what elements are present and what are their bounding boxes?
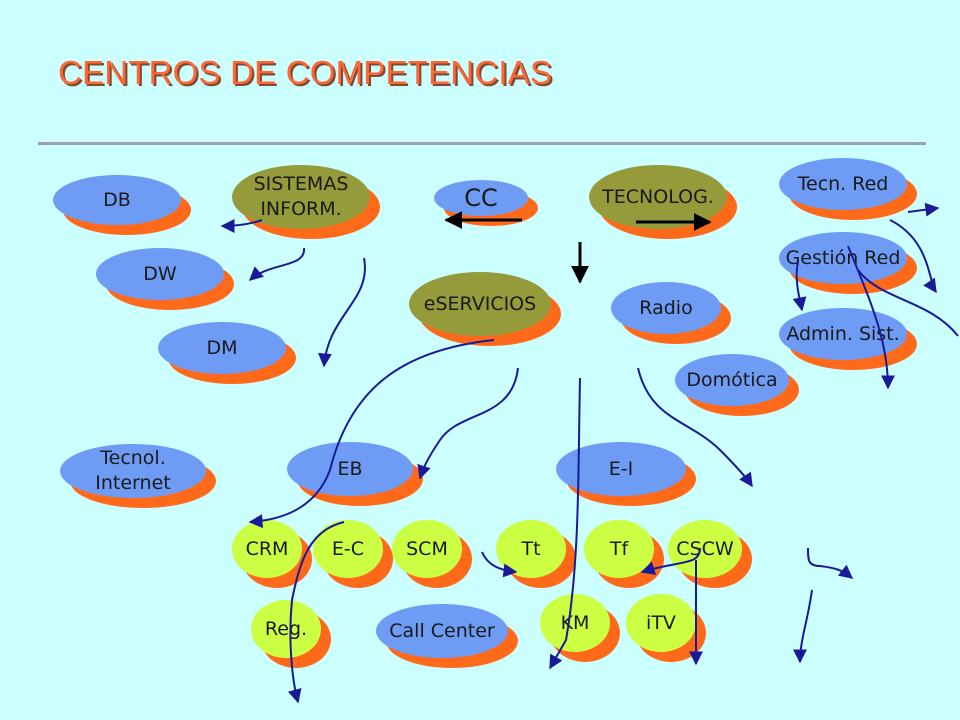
node-tecnol-internet-label-2: Internet — [95, 472, 171, 494]
node-admin-sist-label: Admin. Sist. — [786, 322, 900, 345]
arrow-tecnred-out — [907, 202, 940, 217]
node-ec-label: E-C — [331, 537, 365, 560]
node-tecnol-internet-label-1: Tecnol. — [100, 447, 166, 469]
node-eservicios[interactable]: eSERVICIOS — [409, 272, 561, 346]
node-tecnolog-label: TECNOLOG. — [602, 185, 714, 208]
node-gestion-red[interactable]: Gestión Red — [779, 232, 917, 294]
node-ec[interactable]: E-C — [313, 520, 393, 588]
node-crm[interactable]: CRM — [232, 520, 312, 588]
node-scm-label: SCM — [406, 537, 448, 560]
arrow-km-loop — [807, 547, 854, 579]
node-crm-label: CRM — [245, 537, 289, 560]
node-reg[interactable]: Reg. — [251, 600, 331, 668]
node-km[interactable]: KM — [540, 594, 620, 662]
node-cc-label: CC — [464, 183, 498, 212]
node-tf[interactable]: Tf — [584, 520, 664, 588]
node-tecnol-internet[interactable]: Tecnol. Internet — [60, 444, 216, 508]
node-call-center[interactable]: Call Center — [376, 604, 518, 668]
node-itv[interactable]: iTV — [626, 594, 706, 662]
node-gestion-red-label: Gestión Red — [785, 246, 901, 269]
node-radio-label: Radio — [639, 296, 693, 319]
node-domotica[interactable]: Domótica — [675, 354, 799, 416]
node-cc[interactable]: CC — [434, 180, 538, 226]
node-db[interactable]: DB — [53, 175, 191, 235]
node-tecnolog[interactable]: TECNOLOG. — [589, 165, 737, 239]
node-itv-label: iTV — [646, 611, 676, 634]
arrow-sistemas-dm — [318, 257, 366, 368]
node-tecn-red-label: Tecn. Red — [797, 172, 889, 195]
node-ei[interactable]: E-I — [556, 442, 696, 506]
node-cscw[interactable]: CSCW — [668, 520, 752, 588]
node-call-center-label: Call Center — [389, 619, 495, 642]
title-divider — [38, 142, 926, 145]
arrow-sistemas-dw — [248, 247, 306, 281]
node-scm[interactable]: SCM — [392, 520, 472, 588]
node-radio[interactable]: Radio — [611, 282, 731, 344]
node-eservicios-label: eSERVICIOS — [423, 292, 537, 315]
node-eb[interactable]: EB — [287, 442, 423, 506]
node-reg-label: Reg. — [264, 617, 308, 640]
node-km-label: KM — [560, 611, 590, 634]
arrow-lower-right — [793, 589, 813, 664]
node-sistemas-label-2: INFORM. — [260, 198, 342, 220]
node-db-label: DB — [103, 188, 131, 211]
node-dw[interactable]: DW — [96, 248, 234, 310]
node-tf-label: Tf — [609, 537, 629, 560]
node-dm[interactable]: DM — [158, 322, 296, 384]
node-admin-sist[interactable]: Admin. Sist. — [779, 308, 917, 370]
node-ei-label: E-I — [608, 457, 634, 480]
node-sistemas-label-1: SISTEMAS — [253, 173, 349, 195]
node-tt[interactable]: Tt — [496, 520, 576, 588]
node-tt-label: Tt — [521, 537, 541, 560]
arrow-eservicios-eb — [417, 367, 519, 480]
node-cscw-label: CSCW — [676, 537, 734, 560]
node-sistemas-inform[interactable]: SISTEMAS INFORM. — [232, 165, 380, 239]
node-dw-label: DW — [143, 262, 177, 285]
node-eb-label: EB — [337, 457, 363, 480]
node-dm-label: DM — [206, 336, 238, 359]
node-tecn-red[interactable]: Tecn. Red — [779, 158, 917, 220]
page-title: CENTROS DE COMPETENCIAS — [58, 54, 553, 91]
node-domotica-label: Domótica — [686, 368, 778, 391]
